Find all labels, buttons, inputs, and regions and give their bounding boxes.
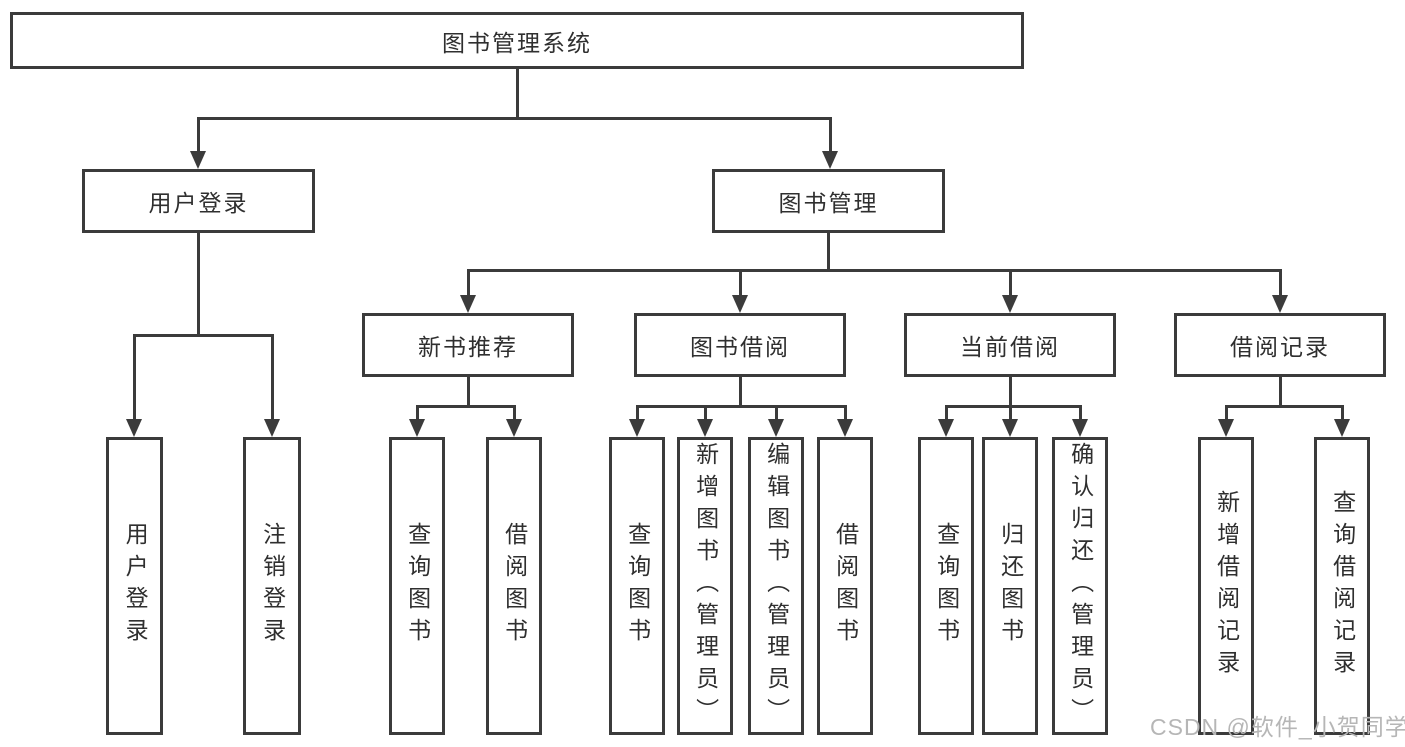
node-book-borrow: 图书借阅 [634, 313, 846, 377]
down-arrow-icon [1218, 419, 1234, 437]
watermark: CSDN @软件_小贺同学 [1150, 714, 1405, 740]
leaf-add-book-admin-label: 新增图书（管理员） [692, 442, 719, 730]
node-current-borrow: 当前借阅 [904, 313, 1116, 377]
down-arrow-icon [1002, 419, 1018, 437]
down-arrow-icon [1334, 419, 1350, 437]
down-arrow-icon [1272, 295, 1288, 313]
connector-line [467, 269, 1281, 272]
connector-line [1225, 405, 1228, 421]
down-arrow-icon [822, 151, 838, 169]
leaf-add-book-admin: 新增图书（管理员） [677, 437, 733, 735]
leaf-logout-login-label: 注销登录 [259, 522, 286, 650]
leaf-return-book-label: 归还图书 [997, 522, 1024, 650]
node-user-login-label: 用户登录 [148, 190, 249, 216]
connector-line [416, 405, 515, 408]
down-arrow-icon [1072, 419, 1088, 437]
down-arrow-icon [629, 419, 645, 437]
leaf-query-borrow-record-label: 查询借阅记录 [1329, 490, 1356, 682]
node-new-book-recommend-label: 新书推荐 [418, 334, 518, 360]
down-arrow-icon [460, 295, 476, 313]
down-arrow-icon [190, 151, 206, 169]
leaf-query-borrow-record: 查询借阅记录 [1314, 437, 1370, 735]
leaf-edit-book-admin: 编辑图书（管理员） [748, 437, 804, 735]
leaf-borrow-books-borrow: 借阅图书 [817, 437, 873, 735]
leaf-borrow-books-borrow-label: 借阅图书 [832, 522, 859, 650]
leaf-confirm-return-admin: 确认归还（管理员） [1052, 437, 1108, 735]
leaf-borrow-books-recommend: 借阅图书 [486, 437, 542, 735]
leaf-add-borrow-record: 新增借阅记录 [1198, 437, 1254, 735]
leaf-confirm-return-admin-label: 确认归还（管理员） [1067, 442, 1094, 730]
connector-line [827, 233, 830, 272]
leaf-query-books-borrow-label: 查询图书 [624, 522, 651, 650]
connector-line [467, 377, 470, 408]
node-book-management: 图书管理 [712, 169, 945, 233]
connector-line [513, 405, 516, 421]
connector-line [1225, 405, 1342, 408]
connector-line [271, 334, 274, 420]
connector-line [197, 117, 200, 153]
down-arrow-icon [938, 419, 954, 437]
connector-line [133, 334, 136, 420]
node-borrow-records-label: 借阅记录 [1230, 334, 1330, 360]
node-book-borrow-label: 图书借阅 [690, 334, 790, 360]
connector-line [197, 233, 200, 337]
connector-line [1079, 405, 1082, 421]
down-arrow-icon [732, 295, 748, 313]
connector-line [704, 405, 707, 421]
down-arrow-icon [768, 419, 784, 437]
leaf-logout-login: 注销登录 [243, 437, 301, 735]
down-arrow-icon [409, 419, 425, 437]
down-arrow-icon [126, 419, 142, 437]
connector-line [416, 405, 419, 421]
connector-line [1341, 405, 1344, 421]
connector-line [467, 269, 470, 297]
node-current-borrow-label: 当前借阅 [960, 334, 1060, 360]
node-root-label: 图书管理系统 [442, 29, 592, 56]
leaf-query-books-borrow: 查询图书 [609, 437, 665, 735]
connector-line [1279, 377, 1282, 408]
down-arrow-icon [506, 419, 522, 437]
connector-line [945, 405, 1080, 408]
connector-line [133, 334, 273, 337]
down-arrow-icon [697, 419, 713, 437]
down-arrow-icon [837, 419, 853, 437]
node-user-login: 用户登录 [82, 169, 315, 233]
connector-line [1009, 377, 1012, 408]
connector-line [1009, 269, 1012, 297]
node-borrow-records: 借阅记录 [1174, 313, 1386, 377]
leaf-edit-book-admin-label: 编辑图书（管理员） [763, 442, 790, 730]
node-new-book-recommend: 新书推荐 [362, 313, 574, 377]
leaf-user-login-label: 用户登录 [122, 522, 149, 650]
connector-line [775, 405, 778, 421]
connector-line [844, 405, 847, 421]
connector-line [739, 377, 742, 408]
leaf-return-book: 归还图书 [982, 437, 1038, 735]
leaf-query-books-recommend-label: 查询图书 [404, 522, 431, 650]
connector-line [197, 117, 831, 120]
leaf-query-books-recommend: 查询图书 [389, 437, 445, 735]
node-book-management-label: 图书管理 [778, 190, 879, 216]
connector-line [1009, 405, 1012, 421]
connector-line [829, 117, 832, 153]
leaf-borrow-books-recommend-label: 借阅图书 [501, 522, 528, 650]
connector-line [739, 269, 742, 297]
connector-line [636, 405, 845, 408]
down-arrow-icon [1002, 295, 1018, 313]
connector-line [945, 405, 948, 421]
leaf-user-login: 用户登录 [106, 437, 163, 735]
connector-line [516, 68, 519, 120]
leaf-add-borrow-record-label: 新增借阅记录 [1213, 490, 1240, 682]
connector-line [636, 405, 639, 421]
leaf-query-books-current-label: 查询图书 [933, 522, 960, 650]
down-arrow-icon [264, 419, 280, 437]
node-root: 图书管理系统 [10, 12, 1024, 69]
connector-line [1279, 269, 1282, 297]
leaf-query-books-current: 查询图书 [918, 437, 974, 735]
